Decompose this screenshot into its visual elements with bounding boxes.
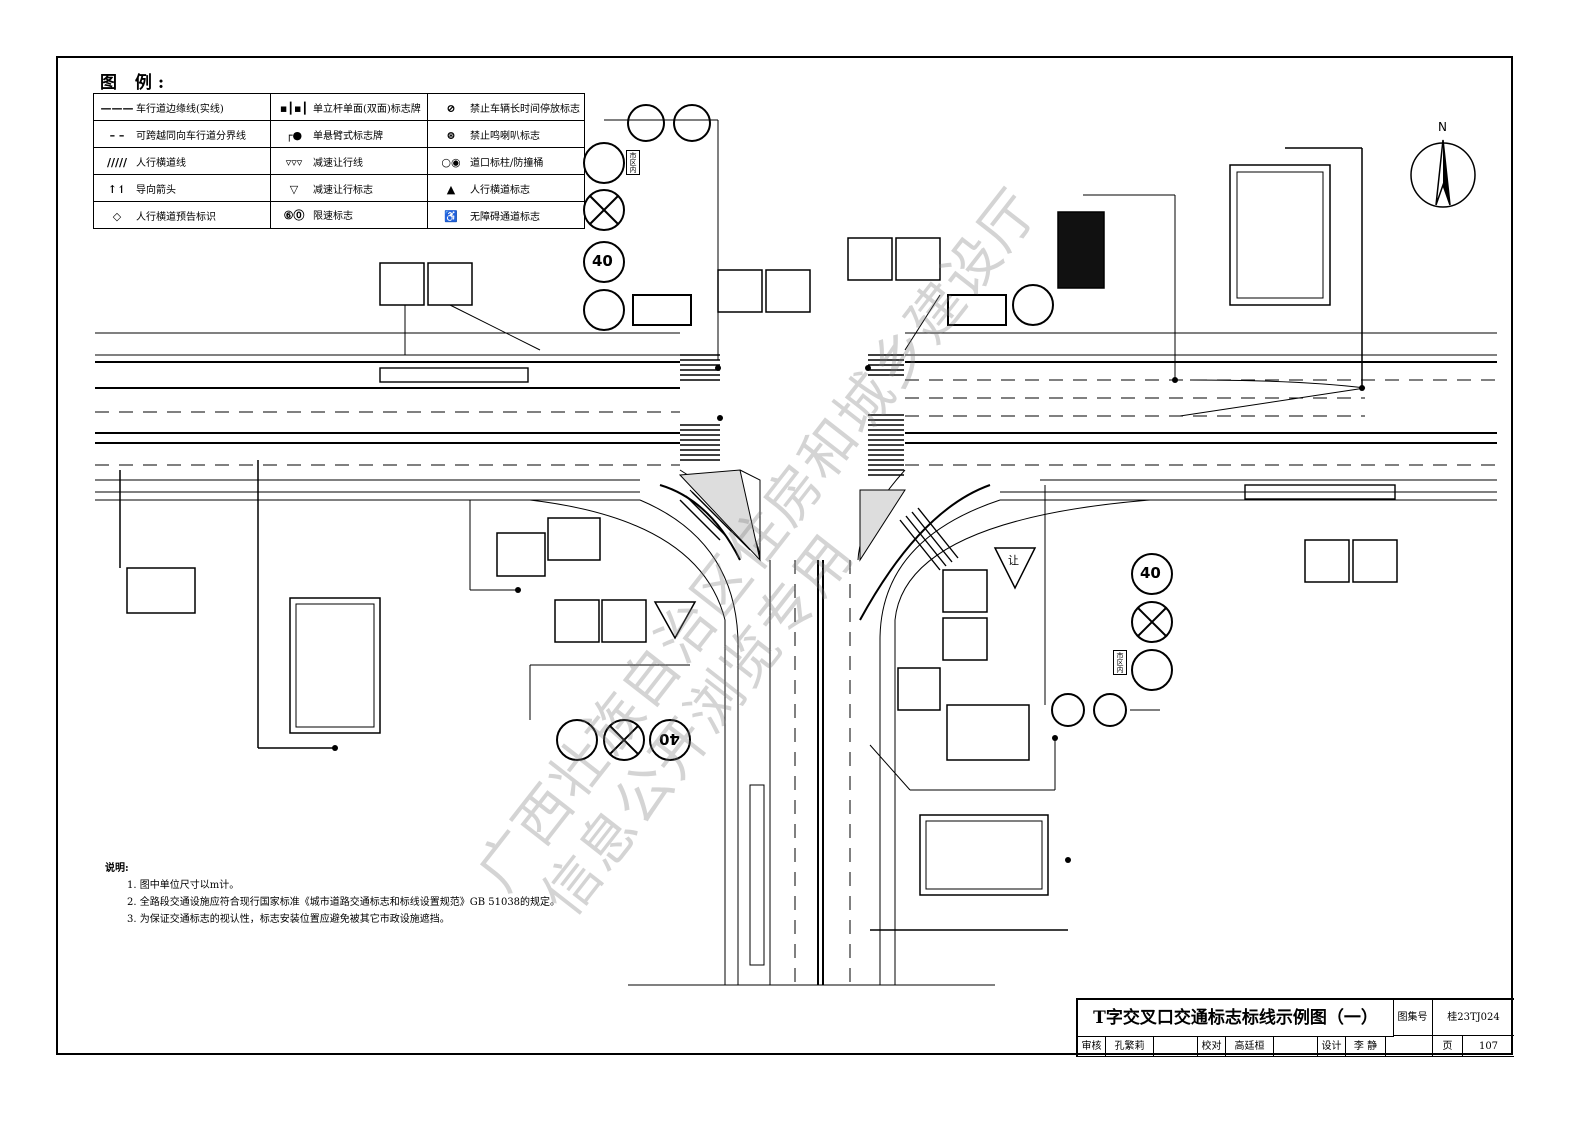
legend-symbol-icon: ⊘ (446, 101, 456, 115)
regulatory-signs (556, 104, 1173, 761)
design-label: 设计 (1318, 1036, 1346, 1057)
legend-symbol-icon: – – (109, 128, 125, 142)
legend-cell: ◇ 人行横道预告标识 (93, 201, 271, 229)
legend-row: ◇ 人行横道预告标识 ⑥⓪ 限速标志 ♿ 无障碍通道标志 (93, 201, 585, 229)
legend-symbol-icon: ⑥⓪ (283, 209, 305, 222)
speed-limit-sign-north: 40 (592, 252, 613, 270)
legend-table: ———车行道边缘线(实线) ▪┃▪┃ 单立杆单面(双面)标志牌 ⊘ 禁止车辆长时间停放标… (93, 93, 585, 229)
atlas-label: 图集号 (1393, 1000, 1433, 1036)
side-road (628, 469, 1001, 986)
yield-sign-label: 让 (1008, 554, 1019, 567)
legend-label: 限速标志 (313, 211, 353, 222)
legend-label: 单悬臂式标志牌 (313, 130, 383, 142)
legend-label: 减速让行线 (313, 157, 363, 169)
reviewer-name: 孔繁莉 (1106, 1036, 1154, 1057)
checker-name: 高廷桓 (1226, 1036, 1274, 1057)
legend-label: 可跨越同向车行道分界线 (136, 130, 246, 142)
designer-signature (1386, 1036, 1433, 1057)
note-1: 1. 图中单位尺寸以m计。 (127, 880, 240, 891)
legend-cell: ▽ 减速让行标志 (270, 174, 428, 202)
drawing-frame (56, 56, 1513, 1055)
legend-label: 禁止车辆长时间停放标志 (470, 103, 580, 115)
legend-symbol-icon: ///// (106, 155, 128, 169)
atlas-number: 桂23TJ024 (1433, 1000, 1514, 1036)
legend-label: 无障碍通道标志 (470, 211, 540, 223)
designer-name: 李 静 (1346, 1036, 1386, 1057)
traffic-islands (678, 469, 906, 562)
legend-cell: ○◉ 道口标柱/防撞桶 (427, 147, 585, 175)
legend-symbol-icon: ▲ (446, 182, 456, 196)
legend-cell: ♿ 无障碍通道标志 (427, 201, 585, 229)
legend-symbol-icon: ┌● (285, 128, 303, 142)
city-area-plate-east: 市区内 (1113, 650, 1127, 675)
legend-cell: ⊘ 禁止车辆长时间停放标志 (427, 93, 585, 121)
legend-row: ↑↿ 导向箭头 ▽ 减速让行标志 ▲ 人行横道标志 (93, 174, 585, 202)
legend-cell: ┌● 单悬臂式标志牌 (270, 120, 428, 148)
legend-symbol-icon: ♿ (444, 209, 458, 223)
legend-label: 减速让行标志 (313, 184, 373, 196)
page-label: 页 (1433, 1036, 1463, 1057)
legend-cell: ⑥⓪ 限速标志 (270, 201, 428, 229)
reviewer-signature (1154, 1036, 1198, 1057)
notes: 说明: 1. 图中单位尺寸以m计。 2. 全路段交通设施应符合现行国家标准《城市… (105, 860, 560, 928)
legend-symbol-icon: ▪┃▪┃ (279, 101, 309, 115)
speed-limit-sign-east: 40 (1140, 564, 1161, 582)
legend-label: 道口标柱/防撞桶 (470, 157, 544, 169)
title-block: T字交叉口交通标志标线示例图（一） 图集号 桂23TJ024 审核 孔繁莉 校对… (1076, 998, 1514, 1057)
guide-sign-northeast (1229, 147, 1363, 388)
legend-cell: – – 可跨越同向车行道分界线 (93, 120, 271, 148)
legend-cell: ///// 人行横道线 (93, 147, 271, 175)
legend-cell: ⊛ 禁止鸣喇叭标志 (427, 120, 585, 148)
north-compass (1410, 139, 1476, 208)
legend-title: 图 例: (100, 73, 171, 93)
legend-symbol-icon: ⊛ (446, 128, 456, 142)
legend-label: 车行道边缘线(实线) (136, 103, 224, 115)
legend-label: 导向箭头 (136, 184, 176, 196)
legend-cell: ▲ 人行横道标志 (427, 174, 585, 202)
legend-symbol-icon: ○◉ (441, 155, 461, 169)
legend-symbol-icon: ◇ (112, 209, 122, 223)
legend-row: ///// 人行横道线 ▿▿▿ 减速让行线 ○◉ 道口标柱/防撞桶 (93, 147, 585, 175)
note-3: 3. 为保证交通标志的视认性，标志安装位置应避免被其它市政设施遮挡。 (127, 914, 450, 925)
legend-symbol-icon: ↑↿ (107, 182, 127, 196)
legend-label: 单立杆单面(双面)标志牌 (313, 103, 421, 115)
legend-label: 人行横道标志 (470, 184, 530, 196)
legend-row: ———车行道边缘线(实线) ▪┃▪┃ 单立杆单面(双面)标志牌 ⊘ 禁止车辆长时间停放标… (93, 93, 585, 121)
legend-label: 人行横道线 (136, 157, 186, 169)
legend-cell: ▪┃▪┃ 单立杆单面(双面)标志牌 (270, 93, 428, 121)
side-crosswalk (679, 487, 959, 571)
legend-row: – – 可跨越同向车行道分界线 ┌● 单悬臂式标志牌 ⊛ 禁止鸣喇叭标志 (93, 120, 585, 148)
guide-sign-south (870, 814, 1068, 931)
legend-cell: ▿▿▿ 减速让行线 (270, 147, 428, 175)
city-area-plate-north: 市区内 (626, 150, 640, 175)
main-crosswalks (379, 354, 1396, 500)
review-label: 审核 (1078, 1036, 1106, 1057)
lane-sign-small-west (119, 470, 196, 614)
guide-sign-west (257, 460, 381, 749)
legend-cell: ↑↿ 导向箭头 (93, 174, 271, 202)
legend-symbol-icon: ——— (100, 101, 134, 115)
compass-north-label: N (1438, 120, 1447, 134)
legend-label: 禁止鸣喇叭标志 (470, 130, 540, 142)
notes-title: 说明: (105, 863, 129, 874)
legend-label: 人行横道预告标识 (136, 211, 216, 223)
lane-direction-signs (496, 211, 1105, 761)
page-number: 107 (1463, 1036, 1514, 1057)
legend-cell: ———车行道边缘线(实线) (93, 93, 271, 121)
legend-symbol-icon: ▽ (289, 182, 299, 196)
pedestrian-signs (379, 237, 1398, 661)
note-2: 2. 全路段交通设施应符合现行国家标准《城市道路交通标志和标线设置规范》GB 5… (127, 897, 561, 908)
check-label: 校对 (1198, 1036, 1226, 1057)
legend-symbol-icon: ▿▿▿ (285, 155, 303, 169)
main-road (95, 332, 1497, 501)
drawing-title: T字交叉口交通标志标线示例图（一） (1078, 1000, 1394, 1037)
outer-curbs (529, 499, 1151, 985)
leader-lines (404, 119, 1176, 791)
sign-posts (332, 365, 1365, 863)
checker-signature (1274, 1036, 1318, 1057)
